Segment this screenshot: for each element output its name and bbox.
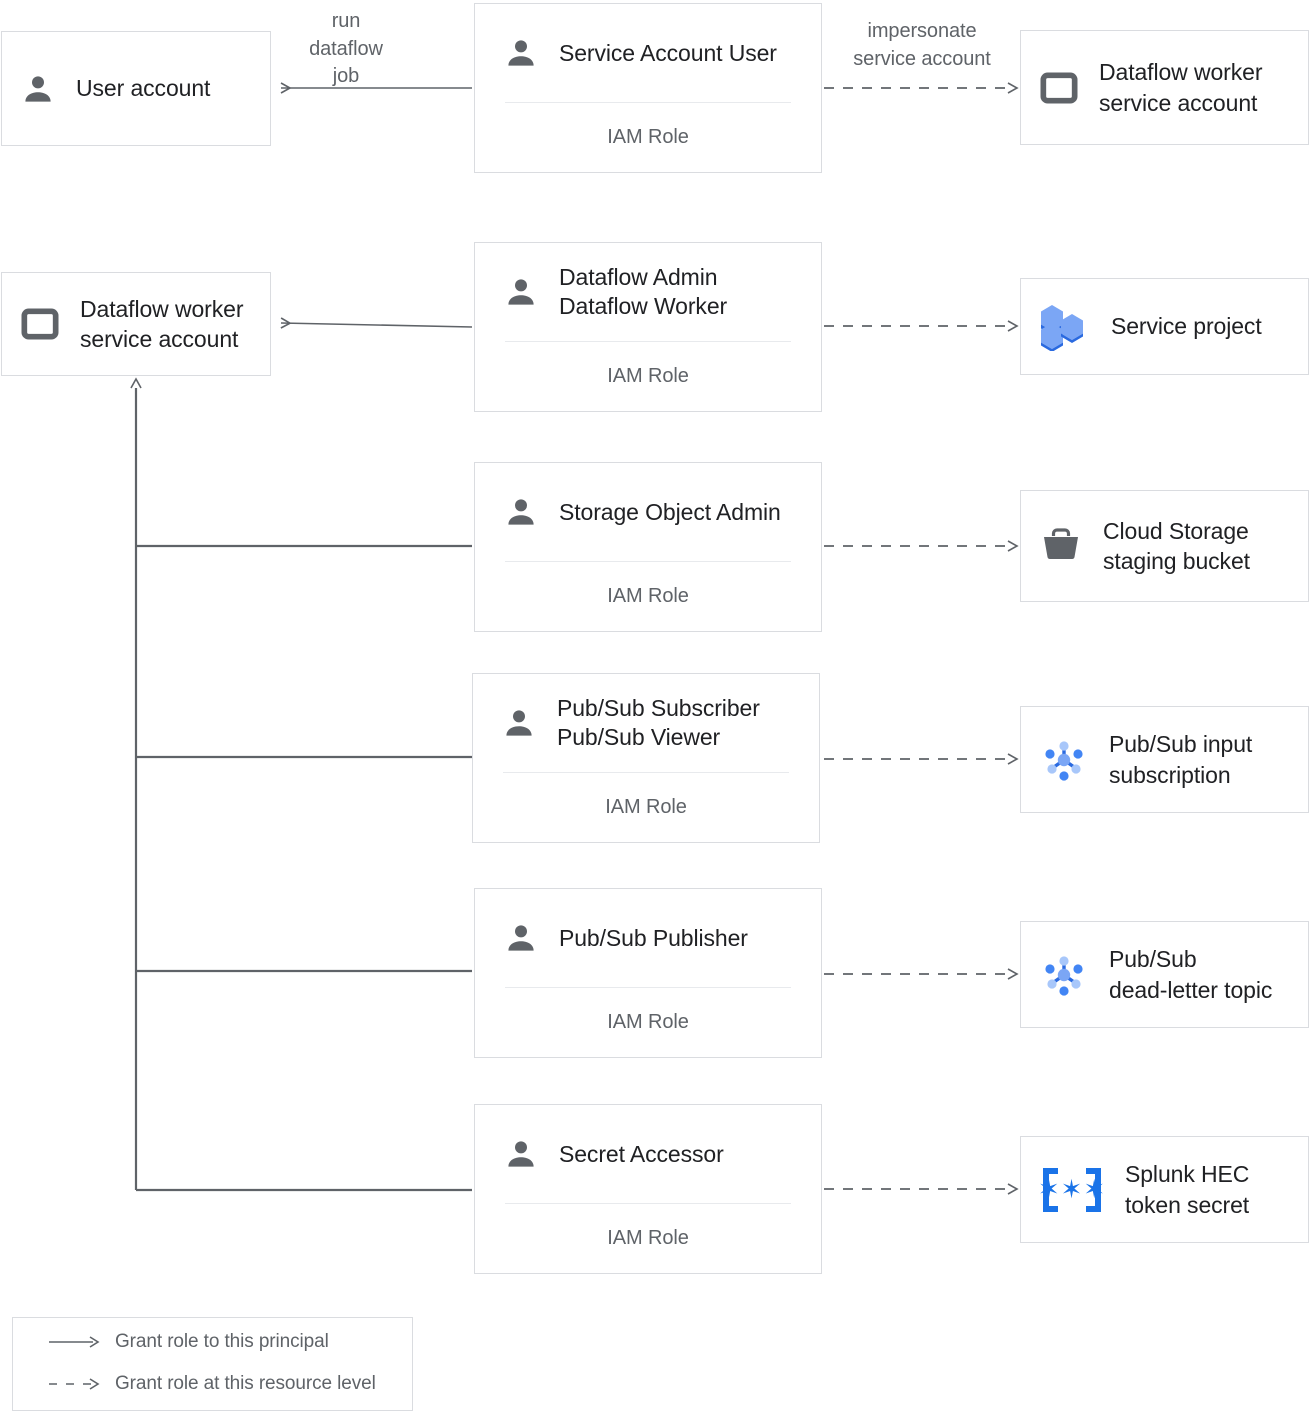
role-kind-label: IAM Role (607, 585, 689, 607)
role-card-storage-object-admin[interactable]: Storage Object Admin IAM Role (474, 462, 822, 632)
cloud-storage-icon (1039, 525, 1083, 567)
role-card-secret-accessor[interactable]: Secret Accessor IAM Role (474, 1104, 822, 1274)
card-divider (505, 561, 791, 562)
pubsub-icon (1039, 950, 1089, 1000)
secret-manager-icon: ✶✶✶ (1039, 1166, 1105, 1214)
entity-user-account[interactable]: User account (1, 31, 271, 146)
entity-pubsub-input-subscription[interactable]: Pub/Sub input subscription (1020, 706, 1309, 813)
role-kind-label: IAM Role (607, 126, 689, 148)
project-hexagons-icon (1039, 303, 1091, 351)
entity-cloud-storage-staging-bucket[interactable]: Cloud Storage staging bucket (1020, 490, 1309, 602)
entity-label: Splunk HEC token secret (1125, 1161, 1250, 1218)
role-card-service-account-user[interactable]: Service Account User IAM Role (474, 3, 822, 173)
role-kind-label: IAM Role (605, 796, 687, 818)
entity-dataflow-worker-service-account[interactable]: Dataflow worker service account (1, 272, 271, 376)
card-divider (505, 341, 791, 342)
person-icon (503, 920, 539, 956)
dashed-arrow-icon (43, 1376, 105, 1392)
svg-text:✶✶✶: ✶✶✶ (1039, 1174, 1105, 1204)
entity-splunk-hec-token-secret[interactable]: ✶✶✶ Splunk HEC token secret (1020, 1136, 1309, 1243)
person-icon (503, 35, 539, 71)
role-name: Secret Accessor (559, 1140, 724, 1167)
legend-item-label: Grant role to this principal (115, 1331, 329, 1352)
role-card-dataflow-admin-worker[interactable]: Dataflow Admin Dataflow Worker IAM Role (474, 242, 822, 412)
role-card-pubsub-publisher[interactable]: Pub/Sub Publisher IAM Role (474, 888, 822, 1058)
service-account-icon (1039, 68, 1079, 108)
role-name: Service Account User (559, 39, 777, 66)
entity-dataflow-worker-service-account-resource[interactable]: Dataflow worker service account (1020, 30, 1309, 145)
card-divider (505, 102, 791, 103)
role-name: Dataflow Admin Dataflow Worker (559, 264, 728, 319)
entity-label: Dataflow worker service account (80, 295, 244, 352)
entity-label: Pub/Sub dead-letter topic (1109, 946, 1273, 1003)
entity-label: Service project (1111, 313, 1262, 340)
legend-item-grant-role-at-resource-level: Grant role at this resource level (43, 1373, 376, 1395)
card-divider (503, 772, 789, 773)
role-name: Pub/Sub Publisher (559, 924, 748, 951)
entity-label: Dataflow worker service account (1099, 59, 1263, 116)
role-card-pubsub-subscriber-viewer[interactable]: Pub/Sub Subscriber Pub/Sub Viewer IAM Ro… (472, 673, 820, 843)
service-account-icon (20, 304, 60, 344)
legend: Grant role to this principal Grant role … (12, 1317, 413, 1411)
card-divider (505, 987, 791, 988)
role-kind-label: IAM Role (607, 365, 689, 387)
legend-item-grant-role-to-principal: Grant role to this principal (43, 1331, 329, 1353)
role-kind-label: IAM Role (607, 1011, 689, 1033)
entity-service-project[interactable]: Service project (1020, 278, 1309, 375)
entity-pubsub-dead-letter-topic[interactable]: Pub/Sub dead-letter topic (1020, 921, 1309, 1028)
person-icon (503, 1136, 539, 1172)
entity-label: Pub/Sub input subscription (1109, 731, 1253, 788)
person-icon (503, 494, 539, 530)
edge-label-impersonate-service-account: impersonate service account (853, 20, 991, 70)
edge-dataflow-admin-to-dfw-sa (280, 317, 473, 329)
person-icon (503, 274, 539, 310)
solid-arrow-icon (43, 1334, 105, 1350)
entity-label: Cloud Storage staging bucket (1103, 517, 1250, 574)
pubsub-icon (1039, 735, 1089, 785)
role-name: Storage Object Admin (559, 498, 781, 525)
person-icon (20, 71, 56, 107)
legend-item-label: Grant role at this resource level (115, 1373, 376, 1394)
edge-label-run-dataflow-job: run dataflow job (309, 10, 383, 88)
person-icon (501, 705, 537, 741)
card-divider (505, 1203, 791, 1204)
role-name: Pub/Sub Subscriber Pub/Sub Viewer (557, 695, 760, 750)
role-kind-label: IAM Role (607, 1227, 689, 1249)
entity-label: User account (76, 75, 211, 102)
